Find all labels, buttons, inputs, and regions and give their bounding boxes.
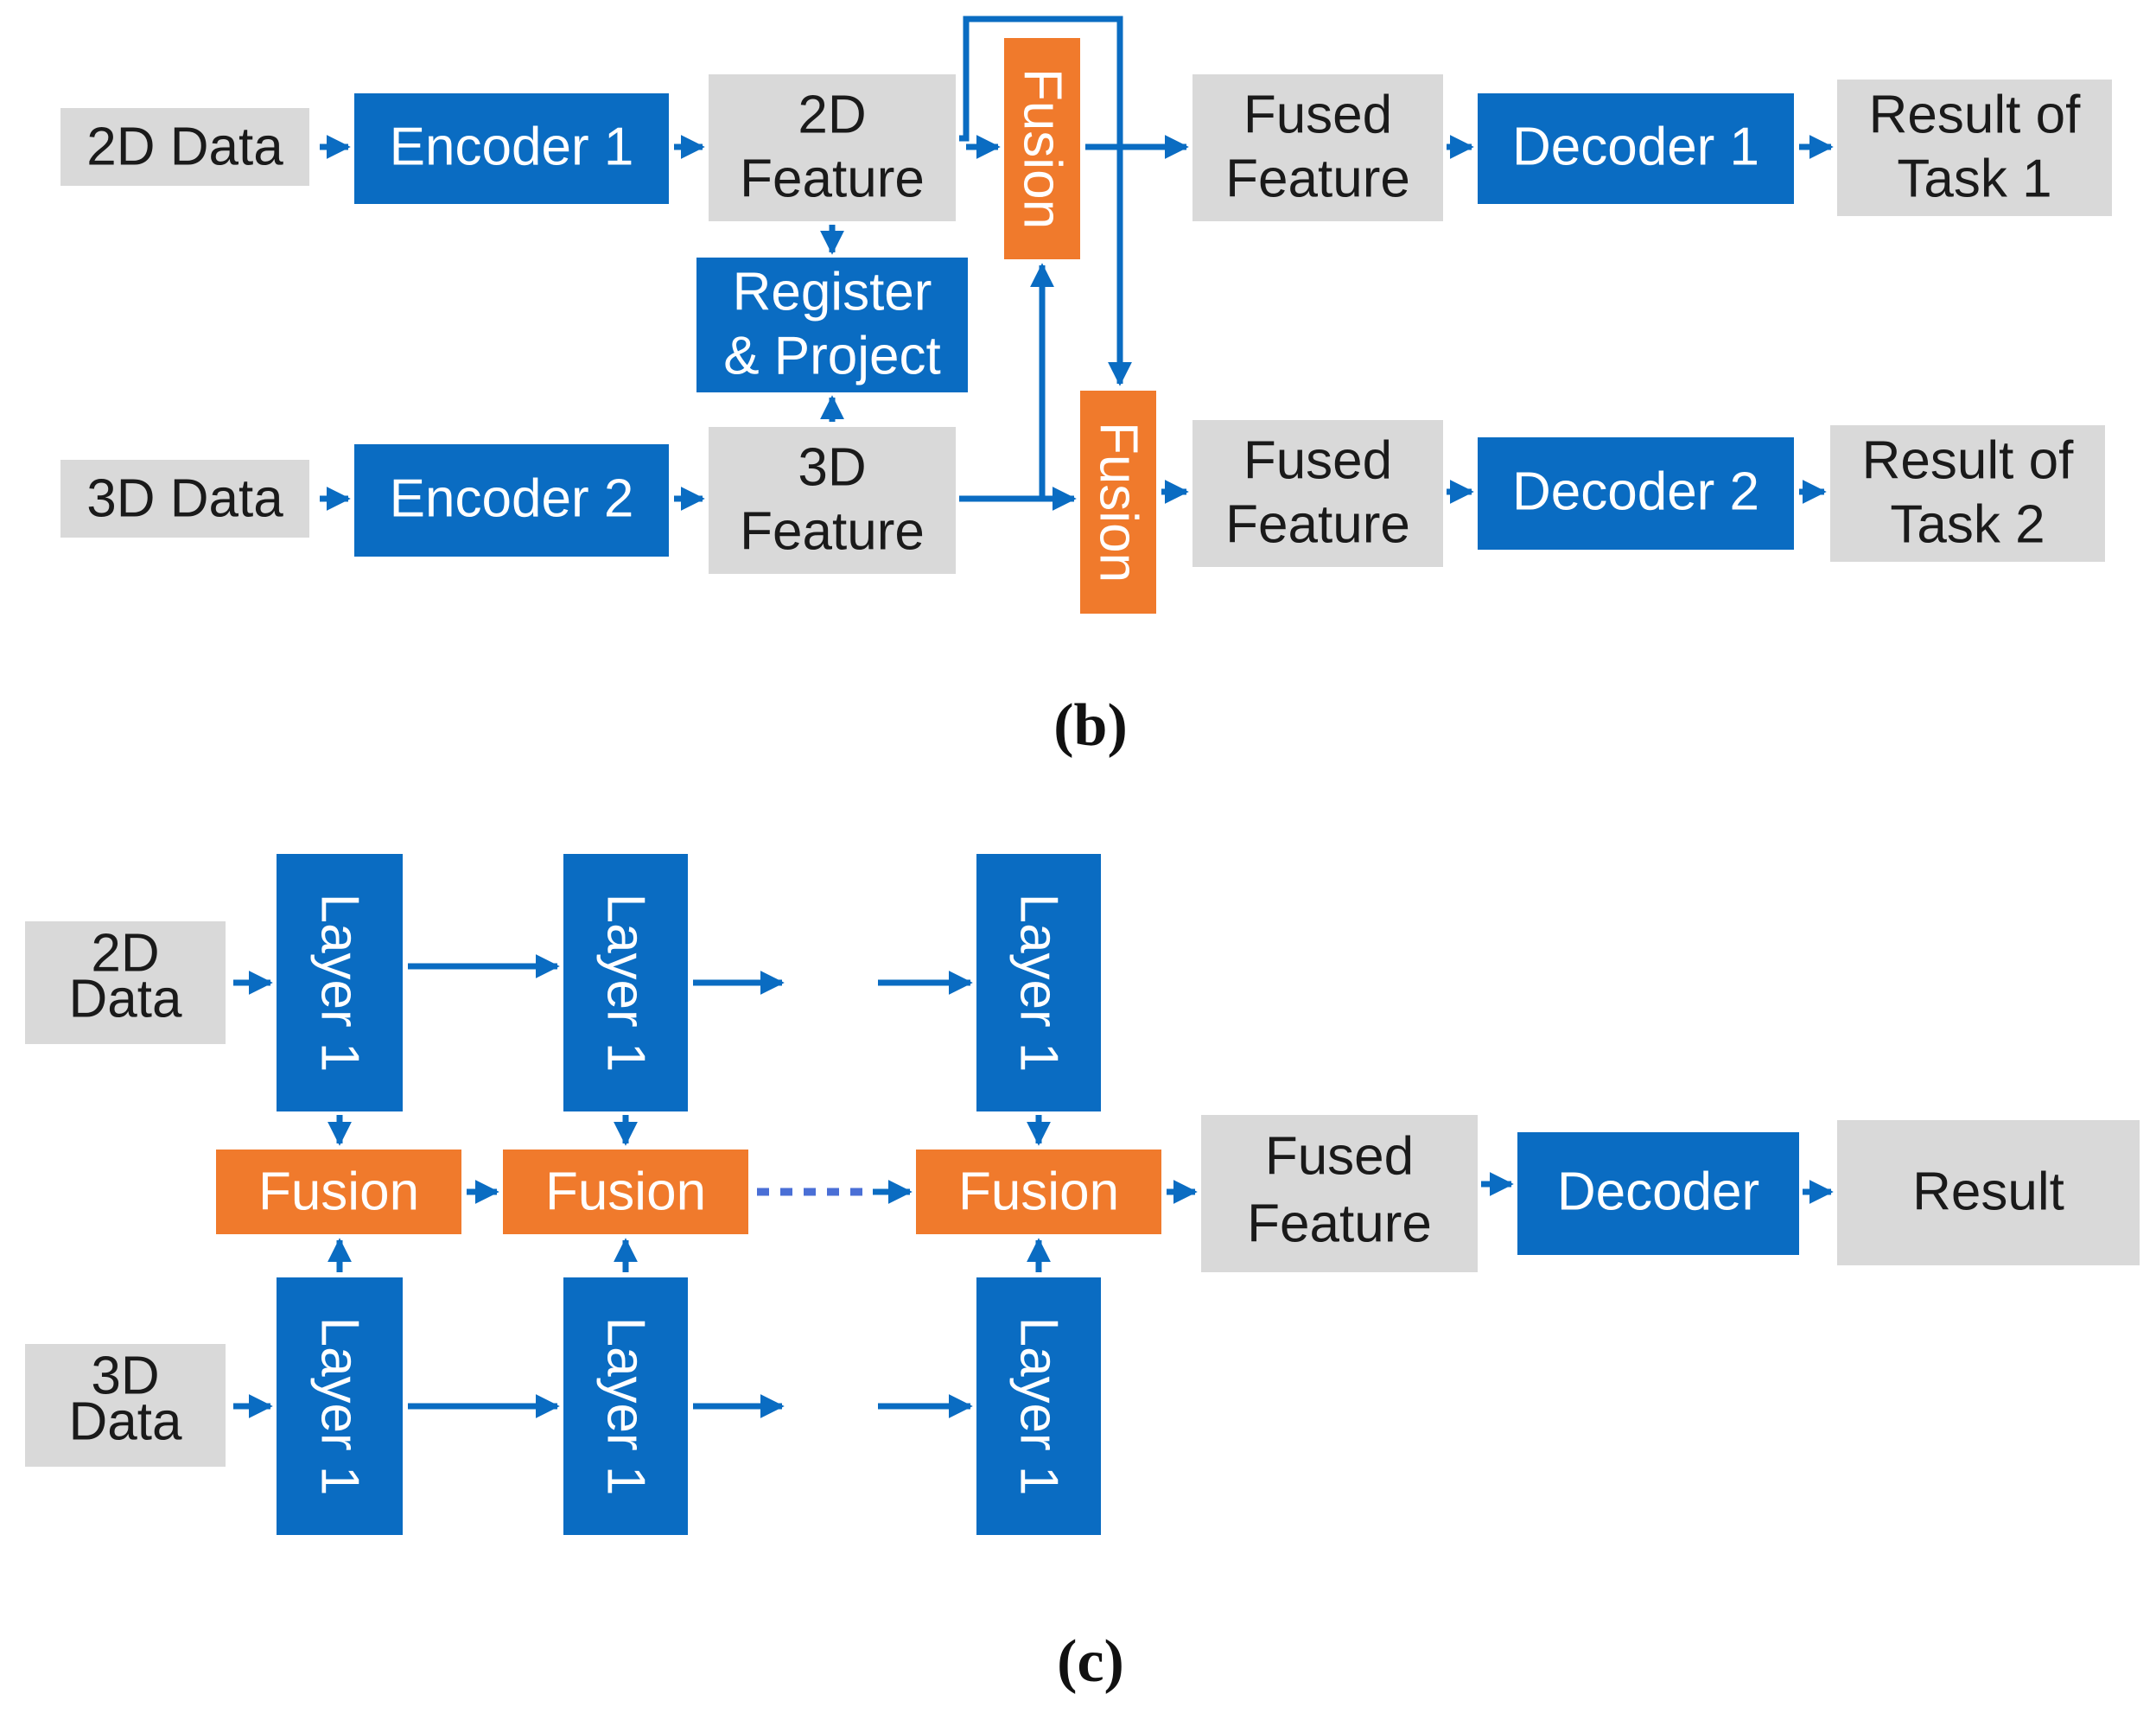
c-layer-bottom-3-label: Layer 1	[1009, 1317, 1069, 1496]
b-input-3d-box	[60, 460, 309, 538]
c-result-box	[1837, 1120, 2140, 1265]
c-fused-feature-line2: Feature	[1247, 1194, 1432, 1254]
c-layer-top-3-box	[976, 854, 1101, 1111]
b-panel-caption: (b)	[1053, 692, 1128, 759]
b-fused-feature-2-line1: Fused	[1243, 431, 1392, 491]
b-decoder-2-box	[1478, 437, 1794, 550]
b-decoder-1-label: Decoder 1	[1512, 118, 1759, 177]
c-fusion-2-label: Fusion	[545, 1162, 706, 1222]
b-feature-2d-box	[709, 74, 956, 221]
c-decoder-box	[1517, 1132, 1799, 1255]
c-result-label: Result	[1912, 1162, 2064, 1222]
b-encoder-1-label: Encoder 1	[390, 118, 634, 177]
c-layer-top-2-label: Layer 1	[596, 894, 656, 1073]
b-fusion-2-label: Fusion	[1089, 422, 1148, 583]
b-fusion-2-box	[1080, 391, 1156, 614]
b-fused-feature-2-box	[1192, 420, 1443, 567]
c-layer-bottom-3-box	[976, 1277, 1101, 1535]
b-fused-feature-1-line1: Fused	[1243, 86, 1392, 145]
b-register-line2: & Project	[723, 327, 941, 386]
c-layer-top-1-label: Layer 1	[310, 894, 370, 1073]
c-input-3d-box	[25, 1344, 226, 1467]
c-layer-top-2-box	[563, 854, 688, 1111]
c-fusion-2-box	[503, 1150, 748, 1234]
b-encoder-1-box	[354, 93, 669, 204]
b-feature-3d-line1: 3D	[798, 438, 866, 498]
b-input-2d-label: 2D Data	[86, 118, 283, 177]
c-layer-bottom-2-label: Layer 1	[596, 1317, 656, 1496]
c-layer-top-3-label: Layer 1	[1009, 894, 1069, 1073]
b-feature-2d-line1: 2D	[798, 86, 866, 145]
b-result-task-1-line1: Result of	[1869, 86, 2081, 145]
c-fusion-3-label: Fusion	[958, 1162, 1119, 1222]
b-decoder-2-label: Decoder 2	[1512, 462, 1759, 522]
b-fusion-1-label: Fusion	[1013, 68, 1072, 229]
b-feature-3d-box	[709, 427, 956, 574]
c-input-3d-line1: 3D	[91, 1347, 159, 1406]
c-fusion-1-box	[216, 1150, 461, 1234]
b-encoder-2-box	[354, 444, 669, 557]
b-result-task-1-box	[1837, 80, 2112, 216]
b-result-task-2-box	[1830, 425, 2105, 562]
c-input-3d-line2: Data	[69, 1392, 182, 1452]
c-fusion-1-label: Fusion	[258, 1162, 419, 1222]
b-result-task-1-line2: Task 1	[1897, 150, 2051, 209]
c-fused-feature-box	[1201, 1115, 1478, 1272]
b-feature-2d-line2: Feature	[740, 150, 925, 209]
panel-c: 2D Data 3D Data Layer 1 Layer 1 Layer 1 …	[25, 854, 2140, 1695]
b-encoder-2-label: Encoder 2	[390, 469, 634, 529]
b-input-2d-box	[60, 108, 309, 186]
b-fused-feature-2-line2: Feature	[1225, 495, 1410, 555]
c-layer-bottom-1-box	[277, 1277, 403, 1535]
b-register-project-box	[696, 258, 968, 392]
c-fusion-3-box	[916, 1150, 1161, 1234]
c-input-2d-box	[25, 921, 226, 1044]
c-decoder-label: Decoder	[1557, 1162, 1759, 1222]
c-layer-bottom-2-box	[563, 1277, 688, 1535]
c-input-2d-line1: 2D	[91, 924, 159, 984]
b-result-task-2-line1: Result of	[1862, 431, 2074, 491]
b-connector-feature3d-fusion1	[959, 263, 1054, 502]
b-fused-feature-1-line2: Feature	[1225, 150, 1410, 209]
b-input-3d-label: 3D Data	[86, 469, 283, 529]
b-fusion-1-box	[1004, 38, 1080, 259]
c-layer-top-1-box	[277, 854, 403, 1111]
b-result-task-2-line2: Task 2	[1890, 495, 2045, 555]
b-feature-3d-line2: Feature	[740, 502, 925, 562]
b-fused-feature-1-box	[1192, 74, 1443, 221]
c-fused-feature-line1: Fused	[1265, 1127, 1414, 1187]
c-panel-caption: (c)	[1057, 1628, 1124, 1695]
c-layer-bottom-1-label: Layer 1	[310, 1317, 370, 1496]
c-input-2d-line2: Data	[69, 970, 182, 1029]
b-register-line1: Register	[733, 263, 932, 322]
b-connector-feature2d-fusion2	[959, 16, 1132, 386]
b-decoder-1-box	[1478, 93, 1794, 204]
panel-b: 2D Data Encoder 1 2D Feature Register & …	[60, 16, 2112, 759]
